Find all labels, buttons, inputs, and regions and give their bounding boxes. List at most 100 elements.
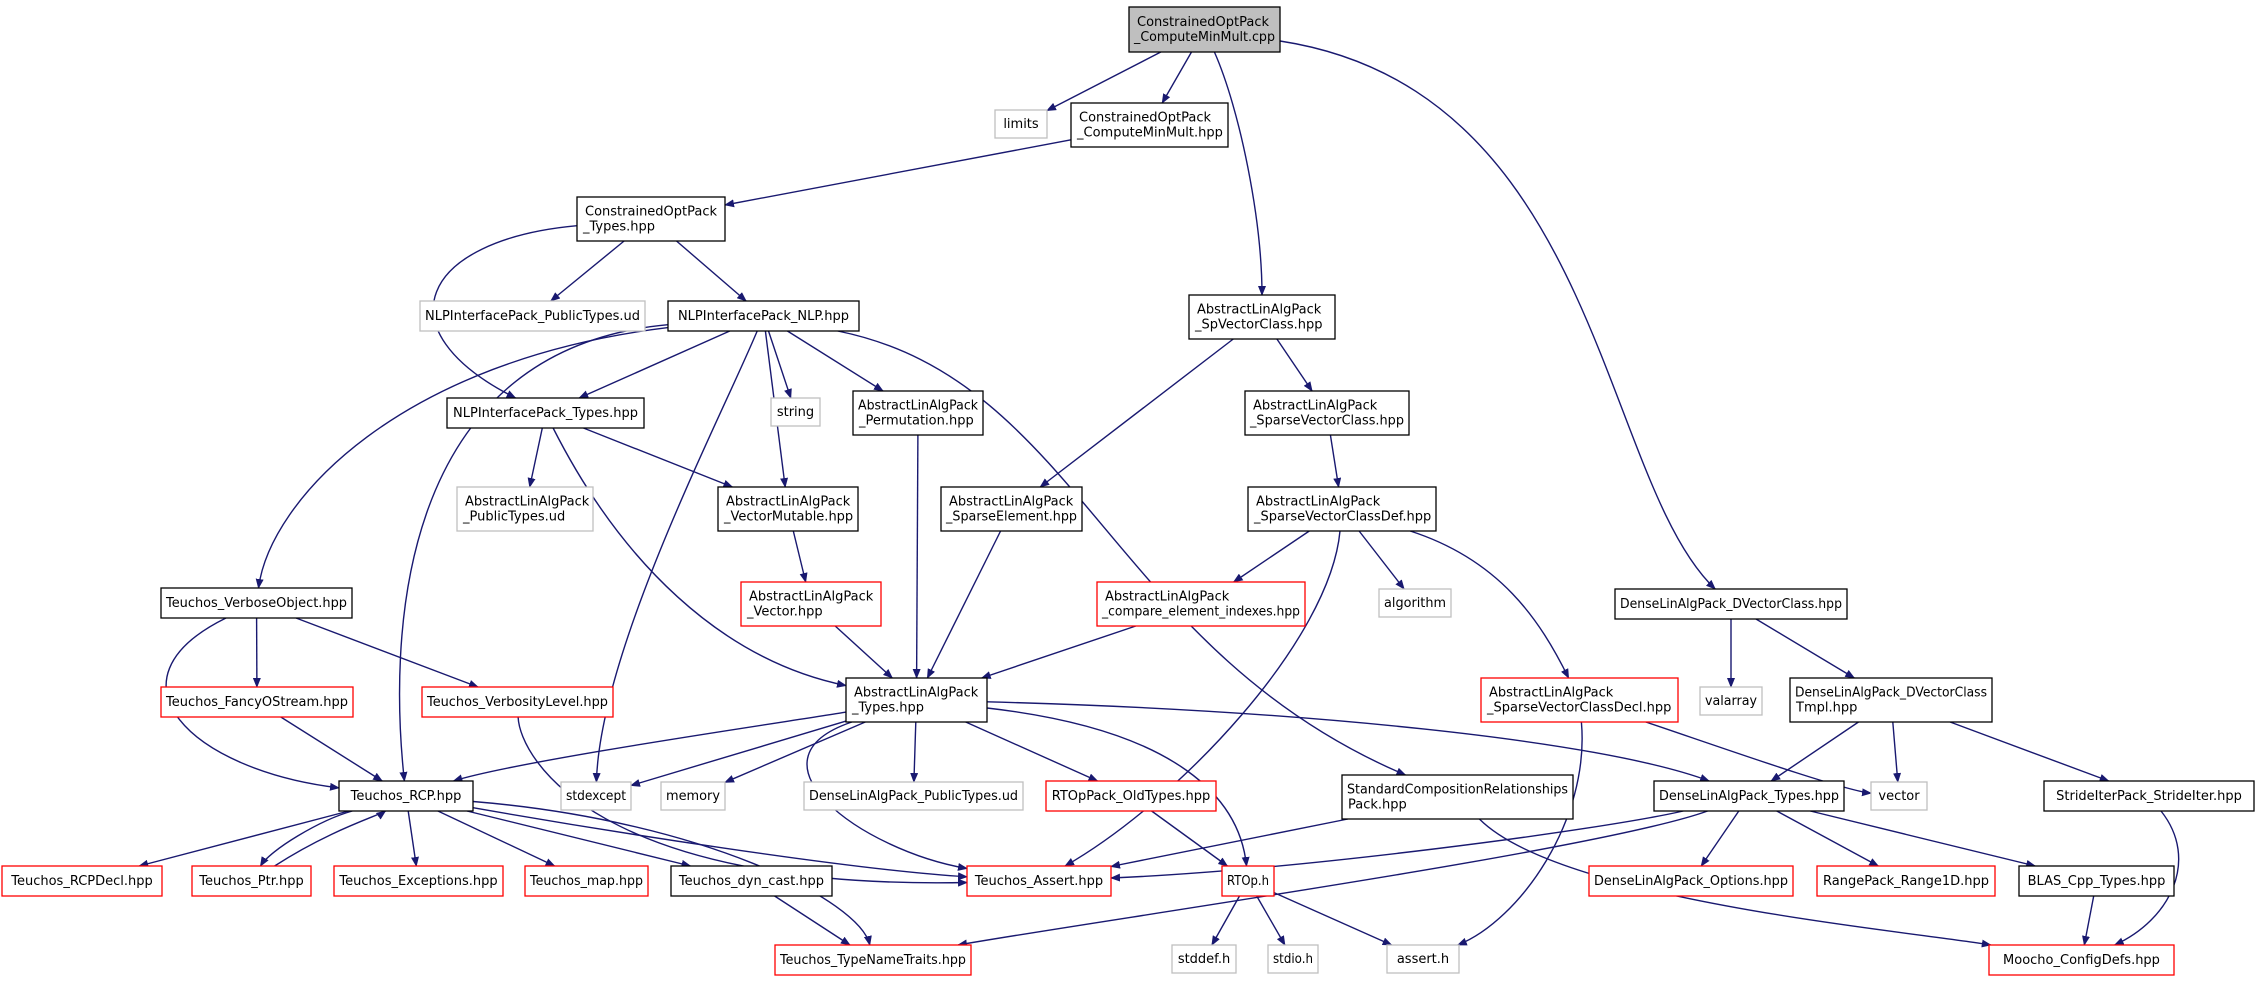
edge-scr_pack-to-moocho_config — [1478, 818, 1992, 948]
node-label-dla_publictypes: DenseLinAlgPack_PublicTypes.ud — [809, 789, 1018, 804]
node-limits: limits — [994, 109, 1048, 139]
node-ala_svcdecl[interactable]: AbstractLinAlgPack_SparseVectorClassDecl… — [1480, 677, 1679, 723]
node-ala_svcdef[interactable]: AbstractLinAlgPack_SparseVectorClassDef.… — [1247, 486, 1437, 532]
node-box-t_ptr — [191, 865, 312, 897]
edge-ala_spvec-to-ala_sparseelem — [1039, 338, 1234, 488]
edge-dla_types-to-rp_range1d — [1776, 810, 1880, 867]
edge-root-to-dla_dvec — [1279, 40, 1716, 590]
node-box-ala_spvec — [1188, 294, 1336, 340]
node-label-stdio: stdio.h — [1273, 952, 1313, 967]
node-box-dla_dvec_tmpl — [1789, 677, 1993, 723]
node-rtop_oldtypes[interactable]: RTOpPack_OldTypes.hpp — [1045, 780, 1217, 812]
node-box-algorithm — [1378, 588, 1452, 618]
edge-ala_svcdecl-to-assert — [1456, 721, 1583, 946]
edge-t_rcp-to-t_exceptions — [407, 810, 419, 867]
edge-ala_svcdef-to-t_assert — [1064, 530, 1341, 867]
node-nlp_nlp[interactable]: NLPInterfacePack_NLP.hpp — [667, 300, 860, 332]
node-ala_sparsevec[interactable]: AbstractLinAlgPack_SparseVectorClass.hpp — [1244, 390, 1410, 436]
edge-dla_types-to-blas_types — [1810, 810, 2037, 868]
node-moocho_config[interactable]: Moocho_ConfigDefs.hpp — [1988, 944, 2175, 976]
node-label-ala_types-line1: AbstractLinAlgPack — [854, 686, 979, 701]
node-t_map[interactable]: Teuchos_map.hpp — [524, 865, 649, 897]
node-box-nlp_nlp — [667, 300, 860, 332]
node-label-ala_sparseelem-line2: _SparseElement.hpp — [945, 510, 1077, 525]
node-ala_vector[interactable]: AbstractLinAlgPack_Vector.hpp — [740, 581, 882, 627]
node-dla_options[interactable]: DenseLinAlgPack_Options.hpp — [1588, 865, 1794, 897]
node-t_verbosity[interactable]: Teuchos_VerbosityLevel.hpp — [421, 686, 614, 718]
node-t_typename[interactable]: Teuchos_TypeNameTraits.hpp — [774, 944, 972, 976]
edge-nlp_nlp-to-scr_pack — [837, 330, 1407, 776]
node-t_verbose[interactable]: Teuchos_VerboseObject.hpp — [160, 587, 353, 619]
node-cop_types[interactable]: ConstrainedOptPack_Types.hpp — [576, 196, 726, 242]
node-box-vector — [1870, 781, 1928, 811]
node-label-t_typename: Teuchos_TypeNameTraits.hpp — [779, 953, 966, 968]
node-nlp_types[interactable]: NLPInterfacePack_Types.hpp — [446, 397, 645, 429]
node-t_rcpdecl[interactable]: Teuchos_RCPDecl.hpp — [1, 865, 163, 897]
edge-nlp_types-to-ala_types — [552, 427, 847, 688]
node-label-t_fancy: Teuchos_FancyOStream.hpp — [165, 695, 348, 710]
node-label-nlp_types: NLPInterfacePack_Types.hpp — [453, 406, 638, 421]
node-t_ptr[interactable]: Teuchos_Ptr.hpp — [191, 865, 312, 897]
node-box-ala_compare — [1096, 581, 1306, 627]
edge-ala_svcdecl-to-vector — [1645, 721, 1872, 797]
node-label-ala_sparseelem-line1: AbstractLinAlgPack — [949, 495, 1074, 510]
node-label-ala_spvec-line1: AbstractLinAlgPack — [1197, 303, 1322, 318]
node-label-t_rcp: Teuchos_RCP.hpp — [350, 789, 462, 804]
node-box-ala_svcdef — [1247, 486, 1437, 532]
edge-ala_perm-to-ala_types — [912, 434, 921, 679]
node-t_dyncast[interactable]: Teuchos_dyn_cast.hpp — [670, 865, 833, 897]
node-box-blas_types — [2018, 865, 2175, 897]
node-box-ala_sparsevec — [1244, 390, 1410, 436]
node-valarray: valarray — [1699, 686, 1763, 716]
node-cop_cmm_hpp[interactable]: ConstrainedOptPack_ComputeMinMult.hpp — [1070, 102, 1229, 148]
edge-cop_types-to-nlp_types — [432, 225, 578, 399]
node-box-ala_sparseelem — [940, 486, 1083, 532]
node-label-ala_vector-line1: AbstractLinAlgPack — [749, 590, 874, 605]
node-label-t_map: Teuchos_map.hpp — [529, 874, 643, 889]
node-stdio: stdio.h — [1267, 944, 1319, 974]
node-label-ala_compare-line2: _compare_element_indexes.hpp — [1101, 605, 1300, 620]
node-ala_types[interactable]: AbstractLinAlgPack_Types.hpp — [845, 677, 988, 723]
node-ala_vecmut[interactable]: AbstractLinAlgPack_VectorMutable.hpp — [717, 486, 859, 532]
node-ala_sparseelem[interactable]: AbstractLinAlgPack_SparseElement.hpp — [940, 486, 1083, 532]
node-box-limits — [994, 109, 1048, 139]
node-label-ala_types-line2: _Types.hpp — [851, 701, 924, 716]
edge-dla_types-to-t_typename — [957, 810, 1708, 948]
edge-ala_svcdef-to-ala_svcdecl — [1409, 530, 1570, 679]
node-t_assert[interactable]: Teuchos_Assert.hpp — [966, 865, 1112, 897]
edge-t_fancy-to-t_rcp — [280, 716, 384, 782]
node-box-t_rcp — [338, 780, 474, 812]
node-box-stdio — [1267, 944, 1319, 974]
node-box-ala_publictypes — [456, 486, 594, 532]
node-box-t_map — [524, 865, 649, 897]
edge-dla_types-to-dla_options — [1700, 810, 1740, 867]
node-box-t_exceptions — [333, 865, 504, 897]
node-box-t_typename — [774, 944, 972, 976]
node-ala_compare[interactable]: AbstractLinAlgPack_compare_element_index… — [1096, 581, 1306, 627]
node-label-ala_svcdecl-line1: AbstractLinAlgPack — [1489, 686, 1614, 701]
node-t_rcp[interactable]: Teuchos_RCP.hpp — [338, 780, 474, 812]
edge-root-to-limits — [1046, 51, 1162, 112]
node-box-t_assert — [966, 865, 1112, 897]
edge-t_rcp-to-t_assert — [472, 807, 968, 881]
node-t_fancy[interactable]: Teuchos_FancyOStream.hpp — [160, 686, 354, 718]
node-ala_spvec[interactable]: AbstractLinAlgPack_SpVectorClass.hpp — [1188, 294, 1336, 340]
node-rtop_h[interactable]: RTOp.h — [1221, 865, 1275, 897]
edge-rtop_oldtypes-to-rtop_h — [1151, 810, 1229, 867]
node-dla_types[interactable]: DenseLinAlgPack_Types.hpp — [1653, 780, 1845, 812]
edge-cop_types-to-nlp_publictypes — [550, 240, 625, 302]
node-ala_perm[interactable]: AbstractLinAlgPack_Permutation.hpp — [852, 390, 984, 436]
edge-root-to-cop_cmm_hpp — [1161, 51, 1193, 104]
node-blas_types[interactable]: BLAS_Cpp_Types.hpp — [2018, 865, 2175, 897]
node-box-rp_range1d — [1816, 865, 1996, 897]
node-t_exceptions[interactable]: Teuchos_Exceptions.hpp — [333, 865, 504, 897]
node-root[interactable]: ConstrainedOptPack_ComputeMinMult.cpp — [1128, 6, 1281, 53]
node-rp_range1d[interactable]: RangePack_Range1D.hpp — [1816, 865, 1996, 897]
node-si_strideiter[interactable]: StrideIterPack_StrideIter.hpp — [2043, 780, 2255, 812]
node-algorithm: algorithm — [1378, 588, 1452, 618]
node-dla_dvec[interactable]: DenseLinAlgPack_DVectorClass.hpp — [1614, 588, 1848, 620]
node-label-dla_dvec_tmpl-line1: DenseLinAlgPack_DVectorClass — [1795, 686, 1987, 701]
node-ala_publictypes: AbstractLinAlgPack_PublicTypes.ud — [456, 486, 594, 532]
